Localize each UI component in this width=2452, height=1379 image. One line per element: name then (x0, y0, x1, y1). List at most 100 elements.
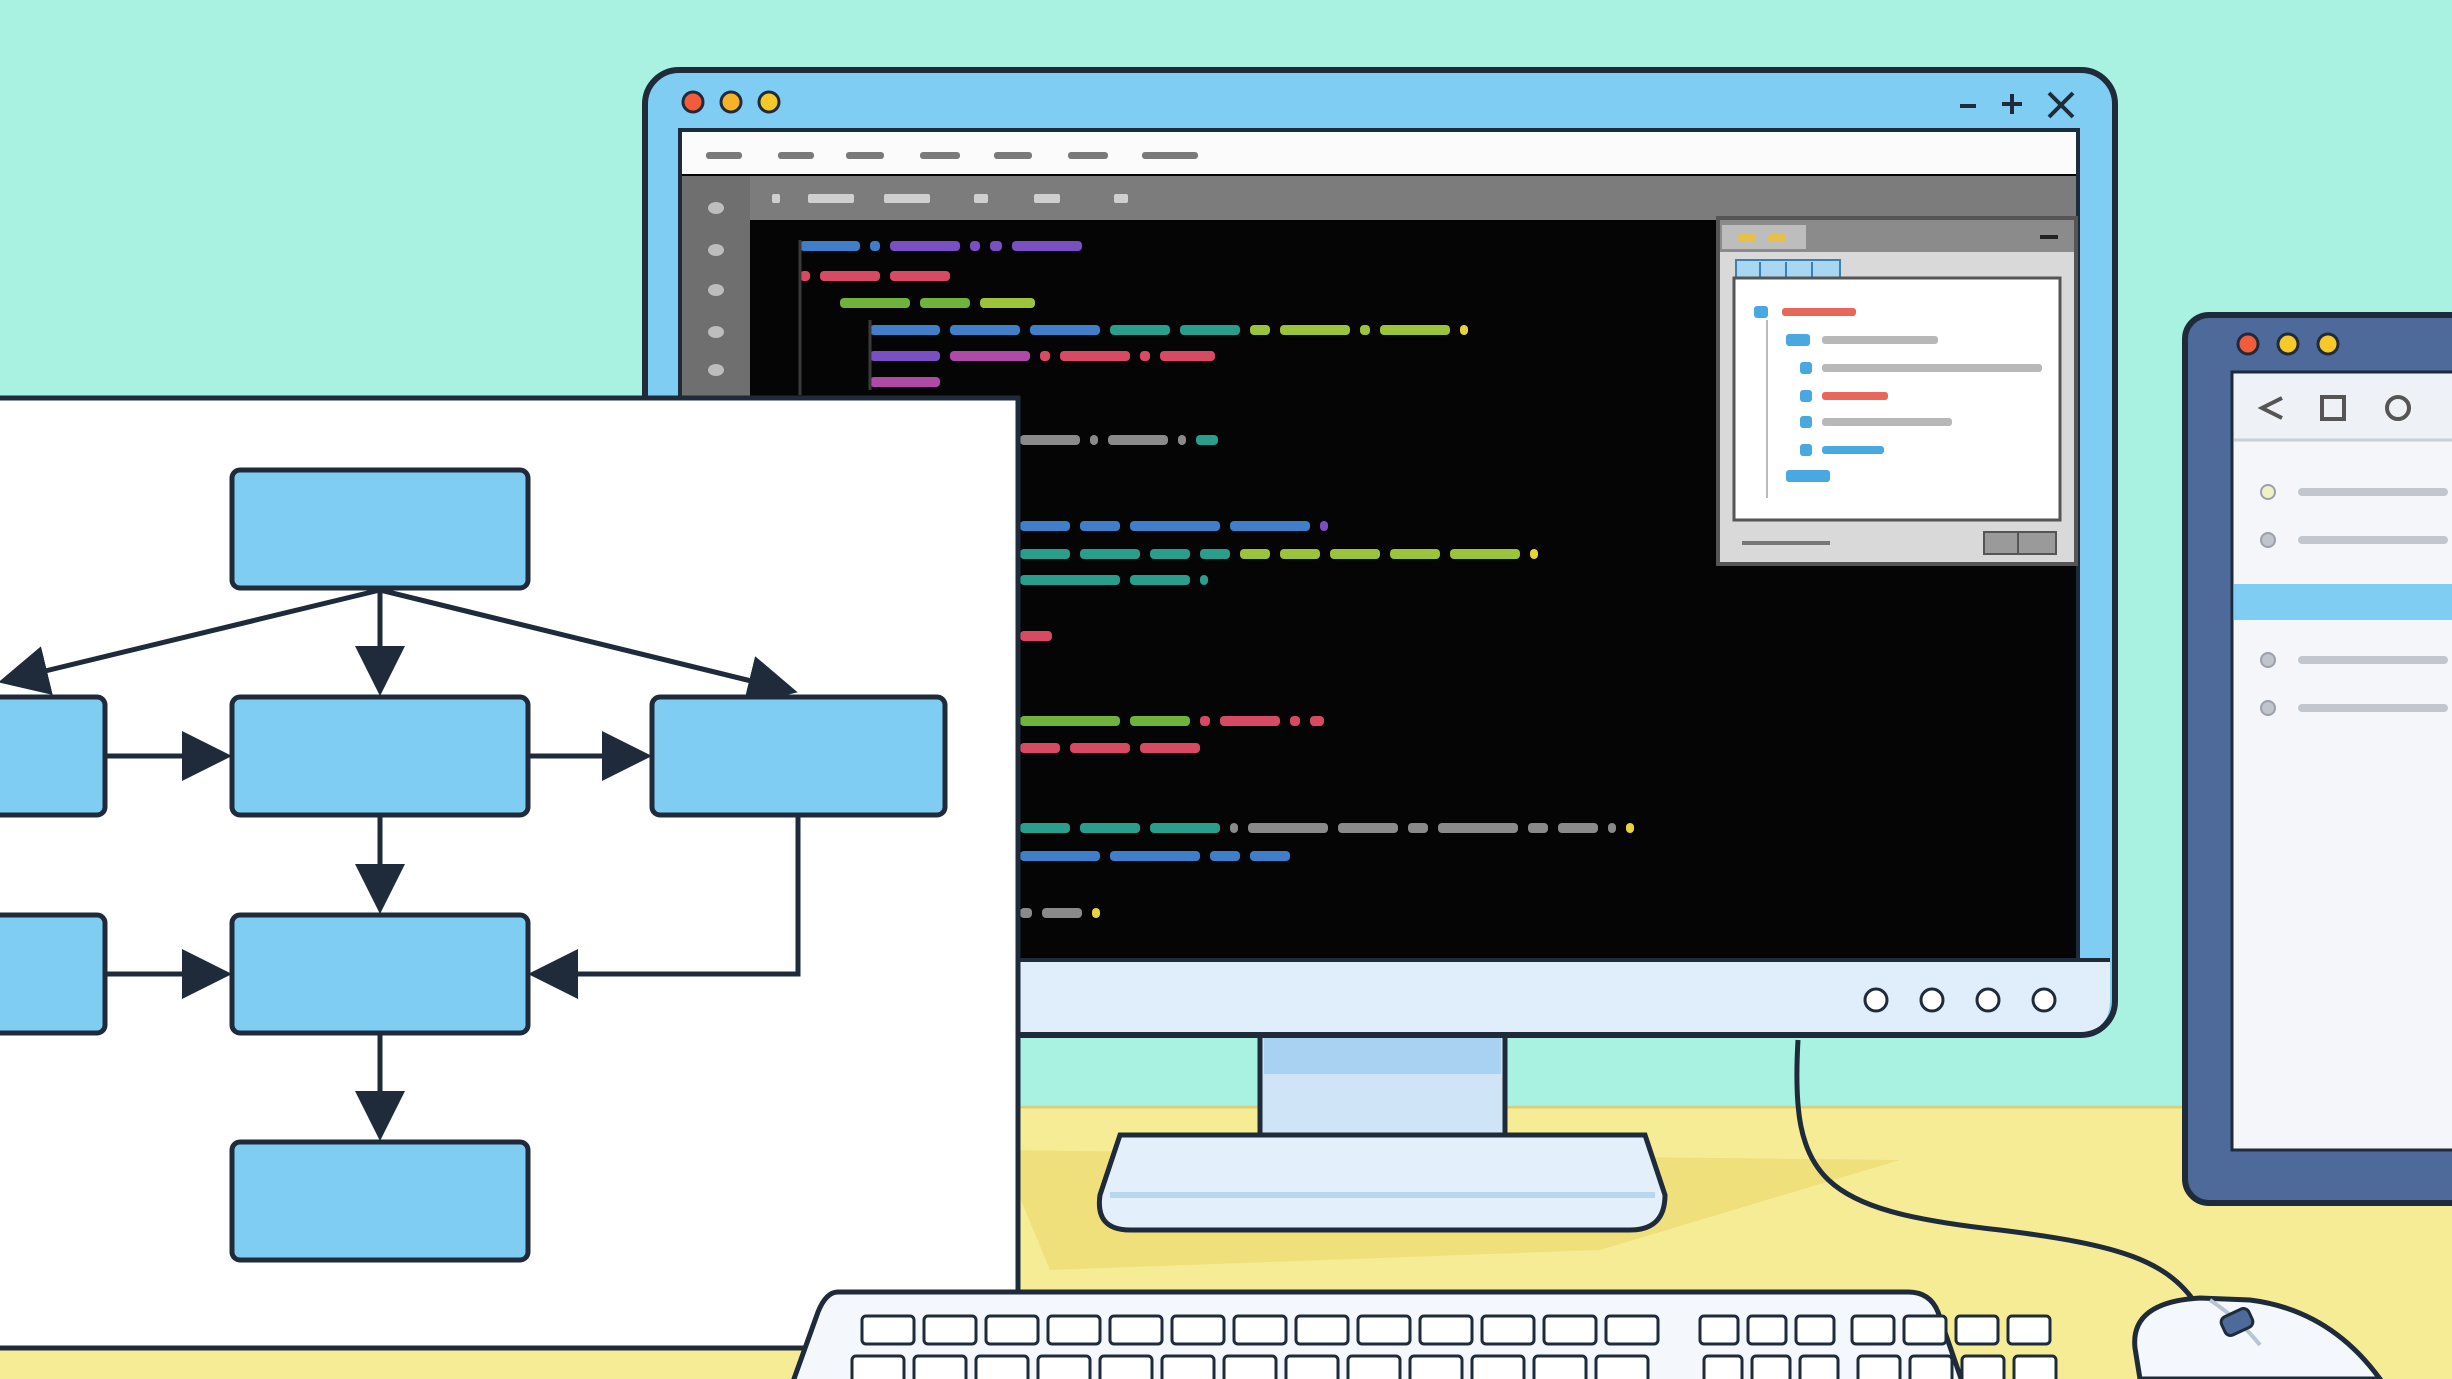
key[interactable] (922, 1314, 978, 1346)
key[interactable] (1294, 1314, 1350, 1346)
code-token (1020, 743, 1060, 753)
side-window[interactable] (2182, 312, 2452, 1206)
code-token (1626, 823, 1634, 833)
menu-item[interactable] (706, 152, 742, 159)
menu-item[interactable] (994, 152, 1032, 159)
key[interactable] (860, 1314, 916, 1346)
key[interactable] (1794, 1314, 1836, 1346)
key[interactable] (1798, 1354, 1840, 1379)
key[interactable] (1480, 1314, 1536, 1346)
square-icon[interactable] (2320, 395, 2346, 421)
key[interactable] (1960, 1354, 2006, 1379)
key[interactable] (984, 1314, 1040, 1346)
tree-node-icon[interactable] (1800, 390, 1812, 402)
code-token (1280, 325, 1350, 335)
key[interactable] (1702, 1354, 1744, 1379)
key[interactable] (1170, 1314, 1226, 1346)
tree-node-icon[interactable] (1786, 334, 1810, 346)
plus-icon[interactable] (2002, 94, 2022, 114)
menu-item[interactable] (778, 152, 814, 159)
key[interactable] (1604, 1314, 1660, 1346)
key[interactable] (1418, 1314, 1474, 1346)
list-item[interactable] (2298, 704, 2448, 712)
key[interactable] (2012, 1354, 2058, 1379)
key[interactable] (1222, 1354, 1278, 1379)
tree-node-label[interactable] (1822, 336, 1938, 344)
key[interactable] (1036, 1354, 1092, 1379)
key[interactable] (974, 1354, 1030, 1379)
key[interactable] (1594, 1354, 1650, 1379)
tree-node-label[interactable] (1822, 418, 1952, 426)
monitor-button[interactable] (1919, 987, 1945, 1013)
tree-node-label[interactable] (1822, 392, 1888, 400)
tree-node-icon[interactable] (1800, 362, 1812, 374)
minimize-dot[interactable] (719, 90, 743, 114)
tree-node-icon[interactable] (1754, 306, 1768, 318)
list-item[interactable] (2298, 488, 2448, 496)
list-item[interactable] (2298, 656, 2448, 664)
code-token (1310, 716, 1324, 726)
side-close-dot[interactable] (2236, 332, 2260, 356)
monitor-button[interactable] (2031, 987, 2057, 1013)
code-token (1040, 351, 1050, 361)
tree-node-icon[interactable] (1786, 470, 1830, 482)
close-dot[interactable] (681, 90, 705, 114)
key[interactable] (1108, 1314, 1164, 1346)
side-minimize-dot[interactable] (2276, 332, 2300, 356)
tree-node-label[interactable] (1782, 308, 1856, 316)
tree-node-label[interactable] (1822, 446, 1884, 454)
key[interactable] (1908, 1354, 1954, 1379)
key[interactable] (1750, 1354, 1792, 1379)
tree-node-label[interactable] (1822, 364, 2042, 372)
key[interactable] (1954, 1314, 2000, 1346)
back-icon[interactable] (2257, 396, 2283, 420)
key[interactable] (1532, 1354, 1588, 1379)
code-editor[interactable] (798, 240, 1634, 918)
popup-button[interactable] (1983, 531, 2057, 555)
maximize-dot[interactable] (757, 90, 781, 114)
key[interactable] (1160, 1354, 1216, 1379)
key[interactable] (1232, 1314, 1288, 1346)
monitor-button[interactable] (1975, 987, 2001, 1013)
key[interactable] (912, 1354, 968, 1379)
key[interactable] (1356, 1314, 1412, 1346)
key[interactable] (1542, 1314, 1598, 1346)
close-icon[interactable] (2047, 91, 2075, 119)
side-maximize-dot[interactable] (2316, 332, 2340, 356)
circle-icon[interactable] (2385, 395, 2411, 421)
key[interactable] (1470, 1354, 1526, 1379)
key[interactable] (1046, 1314, 1102, 1346)
key[interactable] (1284, 1354, 1340, 1379)
key[interactable] (1902, 1314, 1948, 1346)
toolbar-button[interactable] (1034, 194, 1060, 203)
key[interactable] (1850, 1314, 1896, 1346)
key[interactable] (1346, 1354, 1402, 1379)
menu-item[interactable] (920, 152, 960, 159)
toolbar-button[interactable] (1114, 194, 1128, 203)
code-token (1020, 521, 1070, 531)
key[interactable] (1098, 1354, 1154, 1379)
key[interactable] (1746, 1314, 1788, 1346)
mouse-wheel[interactable] (2219, 1307, 2255, 1338)
tree-node-icon[interactable] (1800, 416, 1812, 428)
menu-item[interactable] (846, 152, 884, 159)
key[interactable] (850, 1354, 906, 1379)
key[interactable] (1408, 1354, 1464, 1379)
key[interactable] (1856, 1354, 1902, 1379)
toolbar-button[interactable] (772, 194, 780, 203)
monitor-button[interactable] (1863, 987, 1889, 1013)
keyboard[interactable] (790, 1289, 2062, 1379)
tree-node-icon[interactable] (1800, 444, 1812, 456)
toolbar-button[interactable] (974, 194, 988, 203)
gutter-marker (708, 284, 724, 296)
key[interactable] (2006, 1314, 2052, 1346)
mouse[interactable] (2132, 1295, 2384, 1379)
key[interactable] (1698, 1314, 1740, 1346)
toolbar-button[interactable] (884, 194, 930, 203)
toolbar-button[interactable] (808, 194, 854, 203)
popup-window[interactable] (1716, 216, 2078, 566)
list-item[interactable] (2298, 536, 2448, 544)
code-token (1608, 823, 1616, 833)
menu-item[interactable] (1142, 152, 1198, 159)
menu-item[interactable] (1068, 152, 1108, 159)
